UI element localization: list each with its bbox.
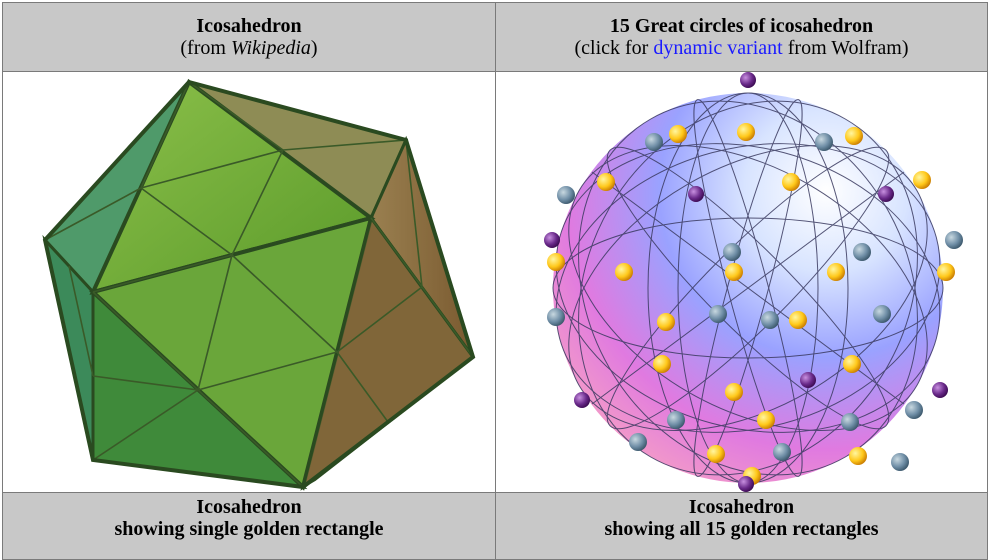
dynamic-variant-link[interactable]: dynamic variant bbox=[653, 37, 783, 59]
vertex-ball bbox=[597, 173, 615, 191]
vertex-ball bbox=[878, 186, 894, 202]
vertex-ball bbox=[945, 231, 963, 249]
vertex-ball bbox=[757, 411, 775, 429]
vertex-ball bbox=[815, 133, 833, 151]
vertex-ball bbox=[544, 232, 560, 248]
image-cell-left bbox=[2, 71, 496, 493]
vertex-ball bbox=[891, 453, 909, 471]
header-left-subtitle: (from Wikipedia) bbox=[3, 37, 495, 59]
source-name: Wikipedia bbox=[230, 37, 311, 59]
caption-right: Icosahedron showing all 15 golden rectan… bbox=[495, 492, 988, 560]
vertex-ball bbox=[905, 401, 923, 419]
vertex-ball bbox=[841, 413, 859, 431]
vertex-ball bbox=[761, 311, 779, 329]
vertex-ball bbox=[547, 308, 565, 326]
vertex-ball bbox=[723, 243, 741, 261]
vertex-ball bbox=[845, 127, 863, 145]
vertex-ball bbox=[629, 433, 647, 451]
vertex-ball bbox=[913, 171, 931, 189]
header-left-title: Icosahedron bbox=[196, 15, 302, 37]
vertex-ball bbox=[669, 125, 687, 143]
header-right-title: 15 Great circles of icosahedron bbox=[609, 15, 874, 37]
header-right-subtitle: (click for dynamic variant from Wolfram) bbox=[496, 37, 987, 59]
vertex-ball bbox=[782, 173, 800, 191]
vertex-ball bbox=[843, 355, 861, 373]
source-suffix: ) bbox=[310, 37, 318, 59]
vertex-ball bbox=[645, 133, 663, 151]
vertex-ball bbox=[738, 476, 754, 492]
vertex-ball bbox=[707, 445, 725, 463]
vertex-ball bbox=[557, 186, 575, 204]
vertex-ball bbox=[709, 305, 727, 323]
vertex-ball bbox=[653, 355, 671, 373]
vertex-ball bbox=[937, 263, 955, 281]
icosahedron-icon bbox=[42, 78, 476, 491]
vertex-ball bbox=[789, 311, 807, 329]
caption-left-line1: Icosahedron bbox=[196, 496, 302, 518]
vertex-ball bbox=[800, 372, 816, 388]
vertex-ball bbox=[615, 263, 633, 281]
vertex-ball bbox=[725, 383, 743, 401]
vertex-ball bbox=[932, 382, 948, 398]
vertex-ball bbox=[737, 123, 755, 141]
vertex-ball bbox=[849, 447, 867, 465]
vertex-ball bbox=[853, 243, 871, 261]
click-suffix: from Wolfram) bbox=[782, 37, 909, 59]
vertex-ball bbox=[827, 263, 845, 281]
vertex-ball bbox=[657, 313, 675, 331]
caption-right-line2: showing all 15 golden rectangles bbox=[604, 518, 879, 540]
vertex-ball bbox=[740, 72, 756, 88]
vertex-ball bbox=[547, 253, 565, 271]
vertex-ball bbox=[773, 443, 791, 461]
vertex-ball bbox=[574, 392, 590, 408]
vertex-ball bbox=[873, 305, 891, 323]
vertex-ball bbox=[667, 411, 685, 429]
click-prefix: (click for bbox=[574, 37, 654, 59]
vertex-ball bbox=[725, 263, 743, 281]
source-prefix: (from bbox=[180, 37, 231, 59]
sphere-great-circles-icon[interactable] bbox=[496, 72, 988, 492]
caption-right-line1: Icosahedron bbox=[688, 496, 795, 518]
header-right: 15 Great circles of icosahedron (click f… bbox=[495, 2, 988, 72]
image-cell-right bbox=[495, 71, 988, 493]
vertex-ball bbox=[688, 186, 704, 202]
caption-left: Icosahedron showing single golden rectan… bbox=[2, 492, 496, 560]
header-left: Icosahedron (from Wikipedia) bbox=[2, 2, 496, 72]
caption-left-line2: showing single golden rectangle bbox=[114, 518, 384, 540]
